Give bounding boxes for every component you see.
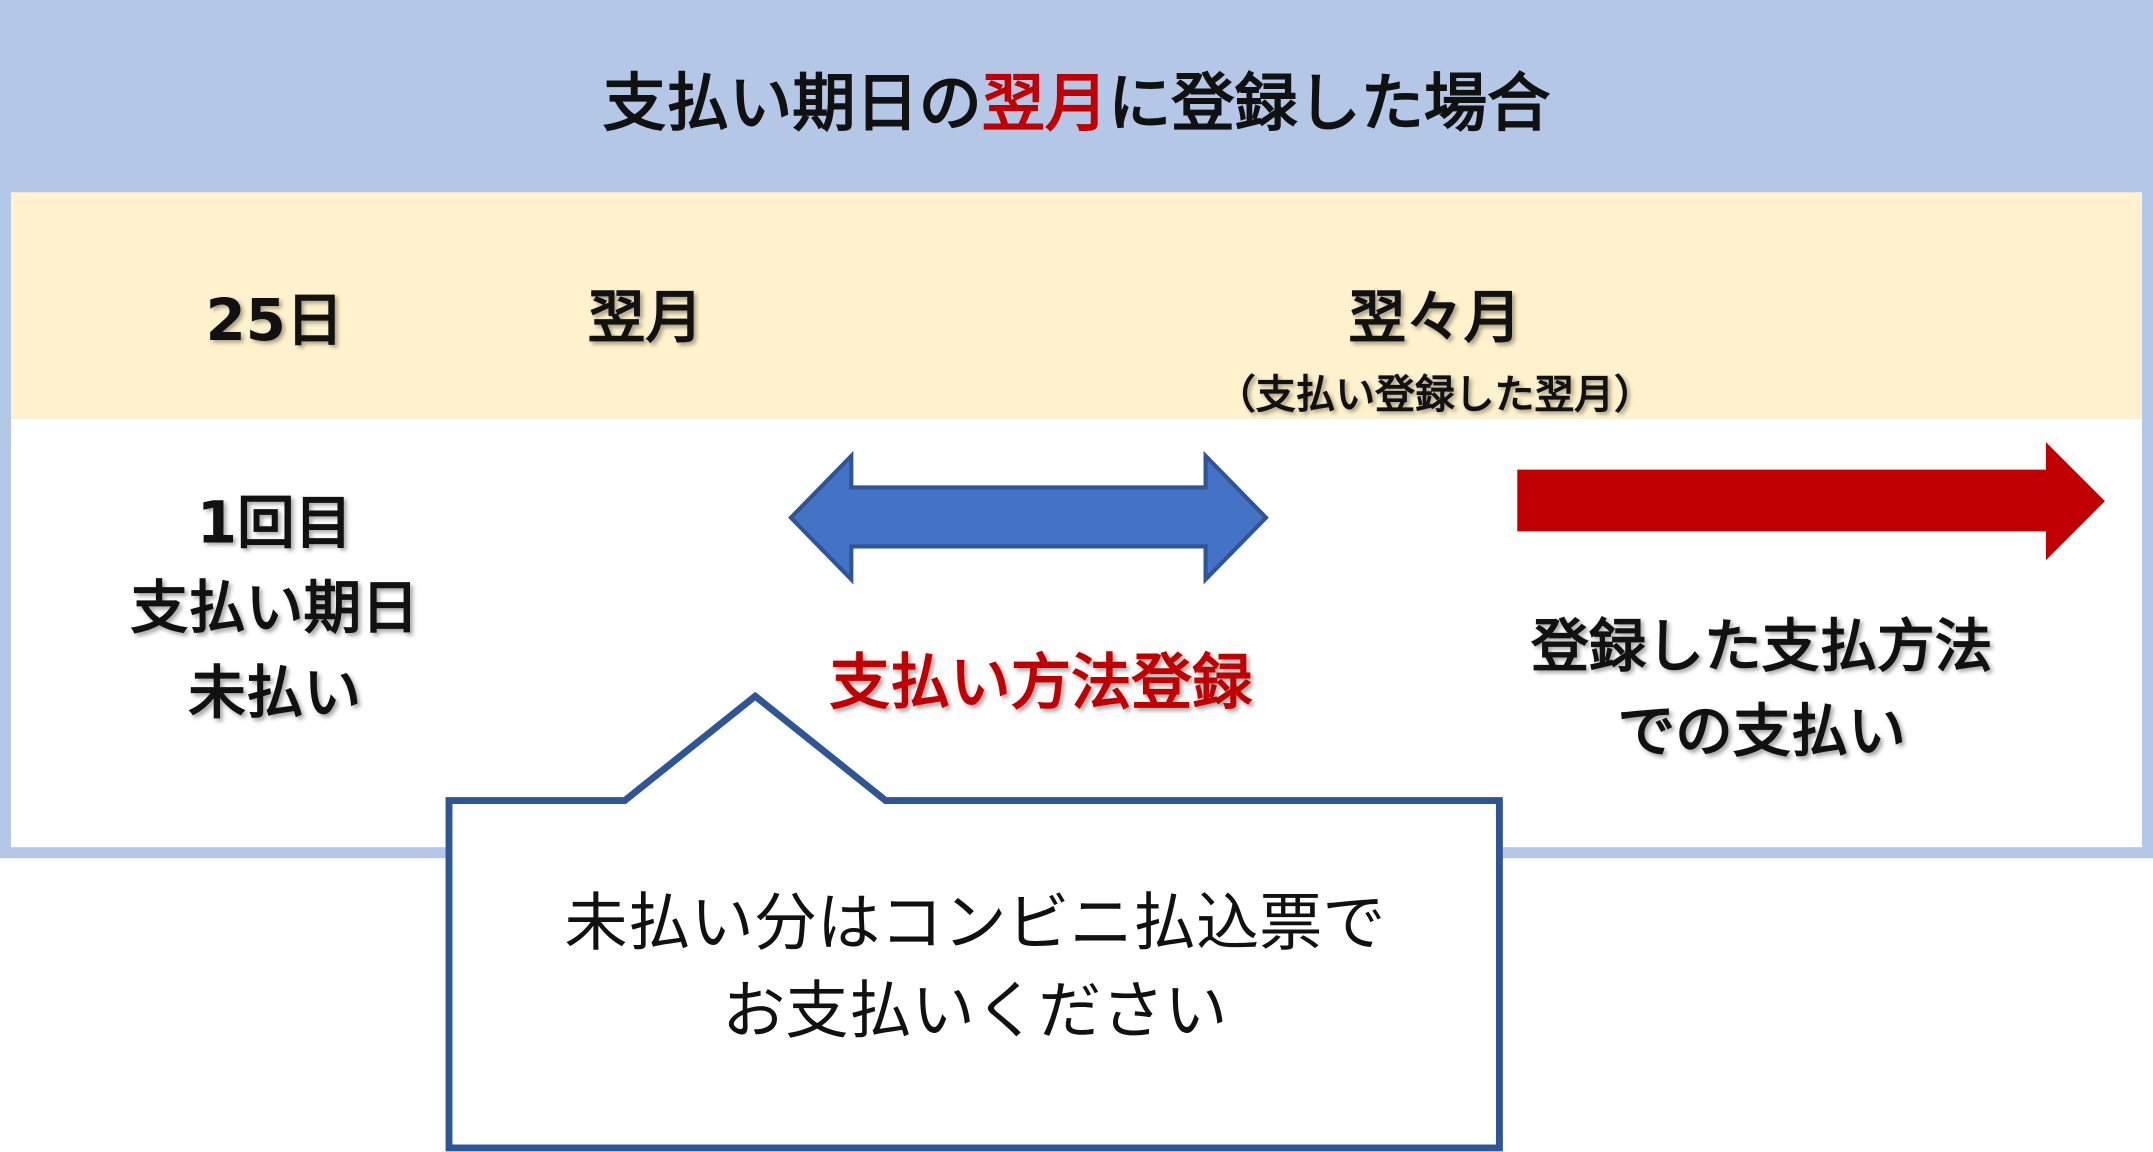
callout-line: 未払い分はコンビニ払込票で [564,885,1386,960]
registered-payment-label: 登録した支払方法 での支払い [1531,604,1992,774]
double-arrow-icon [788,450,1269,585]
page-title: 支払い期日の翌月に登録した場合 [603,54,1550,145]
title-highlight: 翌月 [981,65,1109,141]
callout-text: 未払い分はコンビニ払込票で お支払いください [453,879,1497,1055]
callout-box [445,691,1503,1152]
label-line: 登録した支払方法 [1530,612,1993,680]
label-line: での支払い [1617,697,1906,765]
registration-label: 支払い方法登録 [829,648,1253,719]
timeline-day: 25日 [205,286,344,354]
timeline-month-after-note: （支払い登録した翌月） [1215,370,1654,418]
title-suffix: に登録した場合 [1108,65,1551,141]
timeline-month-after: 翌々月 [1348,283,1522,351]
title-prefix: 支払い期日の [602,65,982,141]
timeline-band [10,192,2143,419]
first-due-label: 1回目 支払い期日 未払い [130,481,418,736]
label-line: 支払い期日 [130,573,419,642]
timeline-next-month: 翌月 [587,283,704,351]
right-arrow-icon [1517,442,2105,561]
label-line: 1回目 [196,488,353,557]
callout-line: お支払いください [722,973,1228,1048]
label-line: 未払い [188,659,362,727]
